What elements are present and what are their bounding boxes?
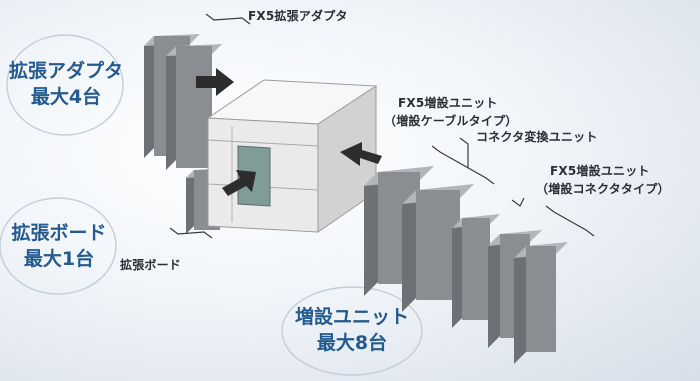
callout-board-line1: 拡張ボード bbox=[11, 222, 107, 244]
arrow-adapter-to-cpu bbox=[196, 68, 234, 96]
unit-cable-type-1 bbox=[364, 166, 434, 296]
leader-brackets bbox=[169, 13, 595, 239]
bracket-board bbox=[169, 227, 213, 239]
halo-board bbox=[0, 197, 117, 295]
expansion-adapters bbox=[144, 34, 222, 170]
label-fx5-unit-connector: FX5増設ユニット bbox=[550, 164, 650, 178]
callout-unit-line1: 増設ユニット bbox=[294, 306, 409, 328]
callout-unit: 増設ユニット 最大8台 bbox=[286, 304, 418, 356]
bracket-connector-conv bbox=[459, 137, 469, 168]
callout-adapter-line1: 拡張アダプタ bbox=[8, 60, 123, 82]
bracket-adapter bbox=[205, 13, 251, 25]
callout-adapter: 拡張アダプタ 最大4台 bbox=[8, 58, 124, 110]
callout-board: 拡張ボード 最大1台 bbox=[4, 220, 114, 272]
halo-unit bbox=[281, 286, 423, 376]
arrow-unit-to-cpu bbox=[340, 142, 382, 166]
label-fx5-unit-connector-sub: （増設コネクタタイプ） bbox=[536, 182, 670, 196]
halo-adapter bbox=[6, 34, 124, 136]
connector-conversion-unit bbox=[452, 214, 500, 328]
cpu-module bbox=[206, 79, 378, 233]
label-fx5-unit-cable-sub: （増設ケーブルタイプ） bbox=[384, 114, 518, 128]
connection-arrows bbox=[196, 68, 382, 196]
arrow-board-to-cpu bbox=[222, 170, 256, 196]
label-expansion-board: 拡張ボード bbox=[120, 258, 182, 272]
label-connector-conversion: コネクタ変換ユニット bbox=[476, 130, 598, 144]
expansion-units bbox=[364, 166, 568, 364]
bracket-unit-connector bbox=[545, 205, 595, 237]
unit-connector-type-2 bbox=[514, 242, 568, 364]
bracket-unit-cable bbox=[431, 145, 495, 185]
callout-halos bbox=[0, 34, 423, 376]
callout-adapter-line2: 最大4台 bbox=[30, 86, 102, 108]
callout-unit-line2: 最大8台 bbox=[316, 332, 388, 354]
callout-board-line2: 最大1台 bbox=[23, 248, 95, 270]
bracket-conv-tick bbox=[511, 197, 525, 207]
label-fx5-adapter: FX5拡張アダプタ bbox=[248, 9, 348, 23]
adapter-module-2 bbox=[166, 44, 222, 170]
label-fx5-unit-cable: FX5増設ユニット bbox=[398, 96, 498, 110]
